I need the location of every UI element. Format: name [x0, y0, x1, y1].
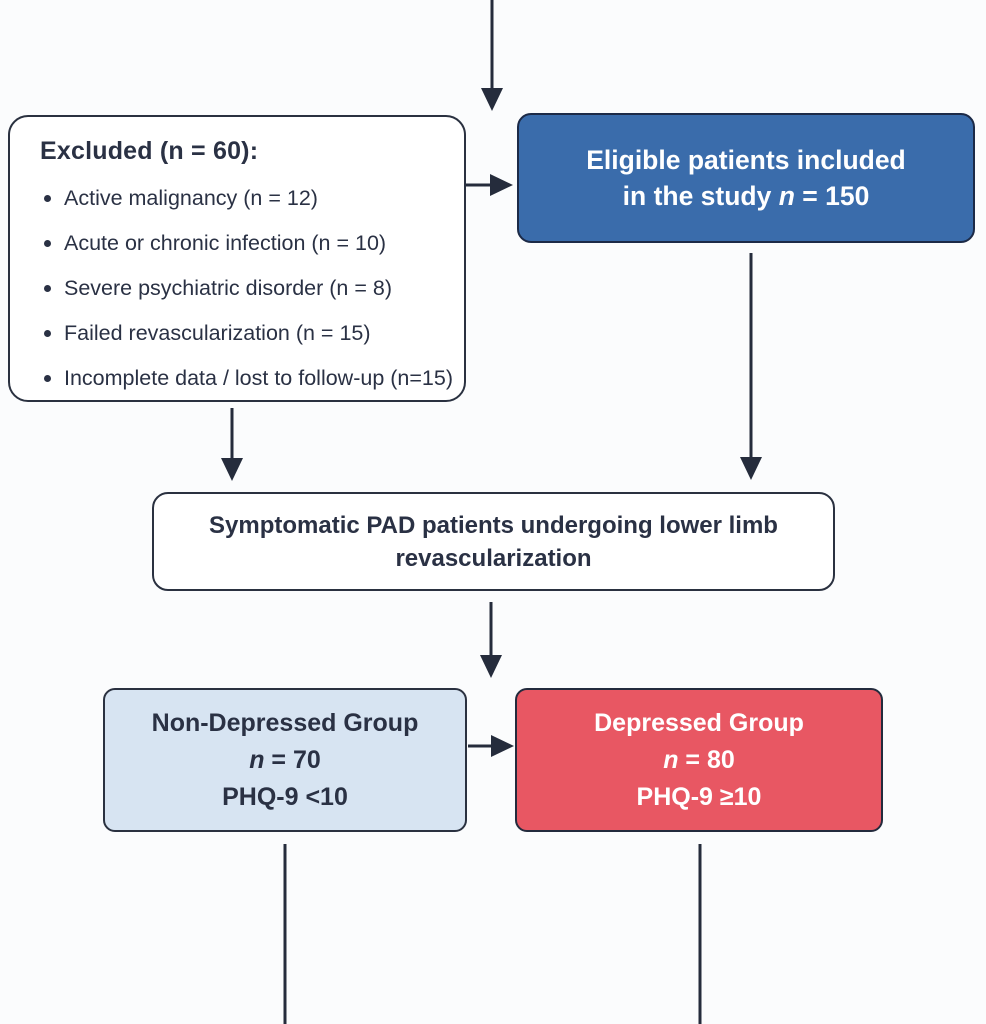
eligible-box: Eligible patients included in the study …	[517, 113, 975, 243]
arrow-excluded-down	[221, 408, 243, 481]
excluded-list: Active malignancy (n = 12) Acute or chro…	[40, 186, 453, 391]
non-depressed-box: Non-Depressed Group n = 70 PHQ-9 <10	[103, 688, 467, 832]
excluded-title: Excluded (n = 60):	[40, 137, 259, 165]
non-depressed-criteria: PHQ-9 <10	[222, 782, 348, 811]
population-box: Symptomatic PAD patients undergoing lowe…	[152, 492, 835, 591]
arrow-eligible-down	[740, 253, 762, 480]
non-depressed-title: Non-Depressed Group	[151, 708, 419, 737]
excluded-item: Failed revascularization (n = 15)	[40, 321, 440, 346]
excluded-item: Acute or chronic infection (n = 10)	[40, 231, 440, 256]
depressed-box: Depressed Group n = 80 PHQ-9 ≥10	[515, 688, 883, 832]
excluded-item: Incomplete data / lost to follow-up (n=1…	[40, 366, 453, 391]
n-symbol: n	[778, 181, 795, 211]
population-line1: Symptomatic PAD patients undergoing lowe…	[209, 511, 778, 539]
population-line2: revascularization	[395, 544, 592, 572]
excluded-item: Active malignancy (n = 12)	[40, 186, 440, 211]
n-symbol: n	[249, 745, 265, 774]
arrow-excluded-to-eligible	[466, 174, 513, 196]
eligible-line2: in the study n = 150	[622, 181, 870, 211]
arrow-population-down	[480, 602, 502, 678]
non-depressed-n: n = 70	[249, 745, 321, 774]
n-symbol: n	[663, 745, 679, 774]
depressed-criteria: PHQ-9 ≥10	[636, 782, 762, 811]
arrow-nondepressed-to-depressed	[468, 735, 514, 757]
eligible-line1: Eligible patients included	[586, 145, 906, 175]
depressed-n: n = 80	[663, 745, 735, 774]
arrow-top-into-eligible	[481, 0, 503, 111]
excluded-box: Excluded (n = 60): Active malignancy (n …	[8, 115, 466, 402]
depressed-title: Depressed Group	[594, 708, 804, 737]
excluded-item: Severe psychiatric disorder (n = 8)	[40, 276, 440, 301]
